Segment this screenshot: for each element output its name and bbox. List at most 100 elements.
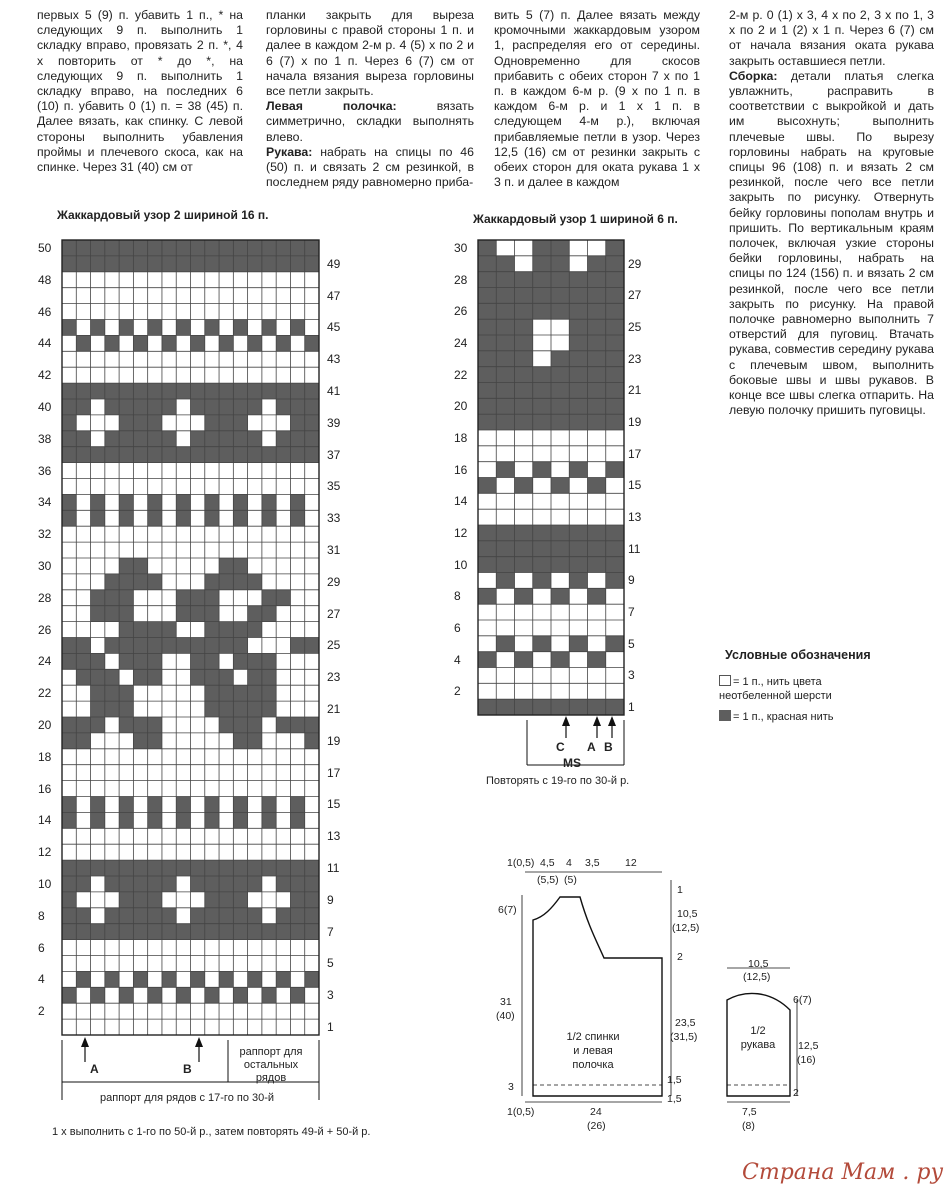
- chart2-stitch-red: [219, 383, 234, 399]
- chart2-stitch-red: [90, 446, 105, 463]
- chart2-stitch-red: [204, 860, 220, 876]
- chart2-stitch-red: [147, 987, 162, 1004]
- chart2-stitch-red: [304, 414, 319, 431]
- back-dim-right-0: 1: [677, 884, 683, 896]
- chart2-stitch-red: [90, 494, 105, 511]
- back-dim-right-5: (31,5): [670, 1031, 698, 1043]
- chart2-stitch-red: [119, 653, 134, 670]
- chart1-border: [477, 239, 625, 716]
- chart1-stitch-red: [569, 398, 588, 415]
- chart2-stitch-red: [190, 907, 205, 924]
- chart2-stitch-red: [290, 907, 305, 924]
- chart1-stitch-red: [551, 240, 570, 256]
- chart2-row-number: 9: [327, 892, 334, 907]
- chart1-stitch-red: [605, 366, 624, 383]
- chart2-stitch-red: [147, 732, 162, 749]
- chart2-stitch-red: [104, 399, 120, 415]
- back-dim-left-0: 6(7): [498, 904, 517, 916]
- chart2-stitch-red: [233, 653, 248, 670]
- chart2-stitch-red: [261, 510, 277, 527]
- chart1-row-number: 26: [454, 304, 468, 319]
- chart2-stitch-red: [147, 796, 162, 813]
- chart1-stitch-red: [587, 335, 606, 351]
- chart2-stitch-red: [261, 796, 277, 813]
- chart2-stitch-red: [176, 605, 191, 622]
- chart1-stitch-red: [569, 366, 588, 383]
- chart1-stitch-red: [587, 699, 606, 715]
- chart2-stitch-red: [90, 701, 105, 717]
- chart2-stitch-red: [290, 319, 305, 336]
- chart1-stitch-red: [551, 366, 570, 383]
- chart1-row-number: 12: [454, 525, 468, 540]
- chart2-stitch-red: [261, 255, 277, 272]
- chart1-stitch-red: [496, 366, 515, 383]
- chart2-stitch-red: [104, 335, 120, 352]
- chart2-stitch-red: [261, 605, 277, 622]
- chart1-row-number: 29: [628, 256, 642, 271]
- chart1-stitch-red: [551, 699, 570, 715]
- legend-red: = 1 п., красная нить: [719, 710, 869, 724]
- chart1-stitch-red: [605, 556, 624, 573]
- sleeve-dim-bottom-1: (8): [742, 1120, 755, 1132]
- chart2-stitch-red: [204, 891, 220, 908]
- chart2-row-number: 33: [327, 511, 341, 526]
- chart2-stitch-red: [90, 796, 105, 813]
- chart2-row-number: 17: [327, 765, 341, 780]
- chart1-arrow-c-icon-head: [562, 716, 570, 726]
- chart2-stitch-red: [233, 621, 248, 638]
- chart2-stitch-red: [133, 971, 148, 988]
- chart2-stitch-red: [147, 383, 162, 399]
- chart2-row-number: 48: [38, 272, 52, 287]
- chart2-stitch-red: [62, 446, 77, 463]
- chart2-stitch-red: [304, 430, 319, 447]
- chart1-stitch-red: [587, 287, 606, 304]
- chart2-stitch-red: [62, 510, 77, 527]
- back-dim-right-6: 1,5: [667, 1074, 682, 1086]
- chart2-stitch-red: [304, 637, 319, 654]
- chart2-stitch-red: [219, 669, 234, 686]
- chart2-stitch-red: [119, 558, 134, 574]
- chart2-stitch-red: [62, 891, 77, 908]
- chart2-stitch-red: [290, 383, 305, 399]
- chart1-stitch-red: [496, 540, 515, 557]
- chart2-row-number: 6: [38, 940, 45, 955]
- chart2-stitch-red: [219, 335, 234, 352]
- chart1-stitch-red: [551, 287, 570, 304]
- sleeve-dim-right-2: (16): [797, 1054, 816, 1066]
- chart2-stitch-red: [276, 383, 291, 399]
- chart1-row-number: 30: [454, 240, 468, 255]
- chart1-stitch-red: [605, 319, 624, 335]
- chart2-stitch-red: [204, 383, 220, 399]
- chart2-stitch-red: [104, 860, 120, 876]
- chart2-stitch-red: [219, 860, 234, 876]
- chart1-row-number: 23: [628, 351, 642, 366]
- chart1-stitch-red: [478, 319, 497, 335]
- chart2-stitch-red: [90, 589, 105, 606]
- chart2-stitch-red: [219, 876, 234, 892]
- chart2-stitch-red: [133, 669, 148, 686]
- chart1-stitch-red: [478, 556, 497, 573]
- chart1-stitch-red: [587, 382, 606, 399]
- chart1-stitch-red: [478, 588, 497, 605]
- chart2-stitch-red: [119, 446, 134, 463]
- chart2-stitch-red: [176, 383, 191, 399]
- chart2-stitch-red: [290, 399, 305, 415]
- chart2-stitch-red: [261, 701, 277, 717]
- chart2-stitch-red: [247, 446, 262, 463]
- chart2-stitch-red: [219, 414, 234, 431]
- chart2-stitch-red: [147, 399, 162, 415]
- chart2-stitch-red: [62, 494, 77, 511]
- chart1-row-number: 4: [454, 652, 461, 667]
- chart2-stitch-red: [204, 605, 220, 622]
- chart1-stitch-red: [605, 240, 624, 256]
- sleeve-pattern-outline: [726, 992, 791, 1097]
- chart1-stitch-red: [532, 556, 551, 573]
- chart1-row-number: 10: [454, 557, 468, 572]
- chart1-row-number: 3: [628, 668, 635, 683]
- chart1-stitch-red: [532, 382, 551, 399]
- chart1-stitch-red: [569, 572, 588, 589]
- chart2-border: [61, 239, 320, 1036]
- chart2-stitch-red: [190, 446, 205, 463]
- chart2-row-number: 10: [38, 876, 52, 891]
